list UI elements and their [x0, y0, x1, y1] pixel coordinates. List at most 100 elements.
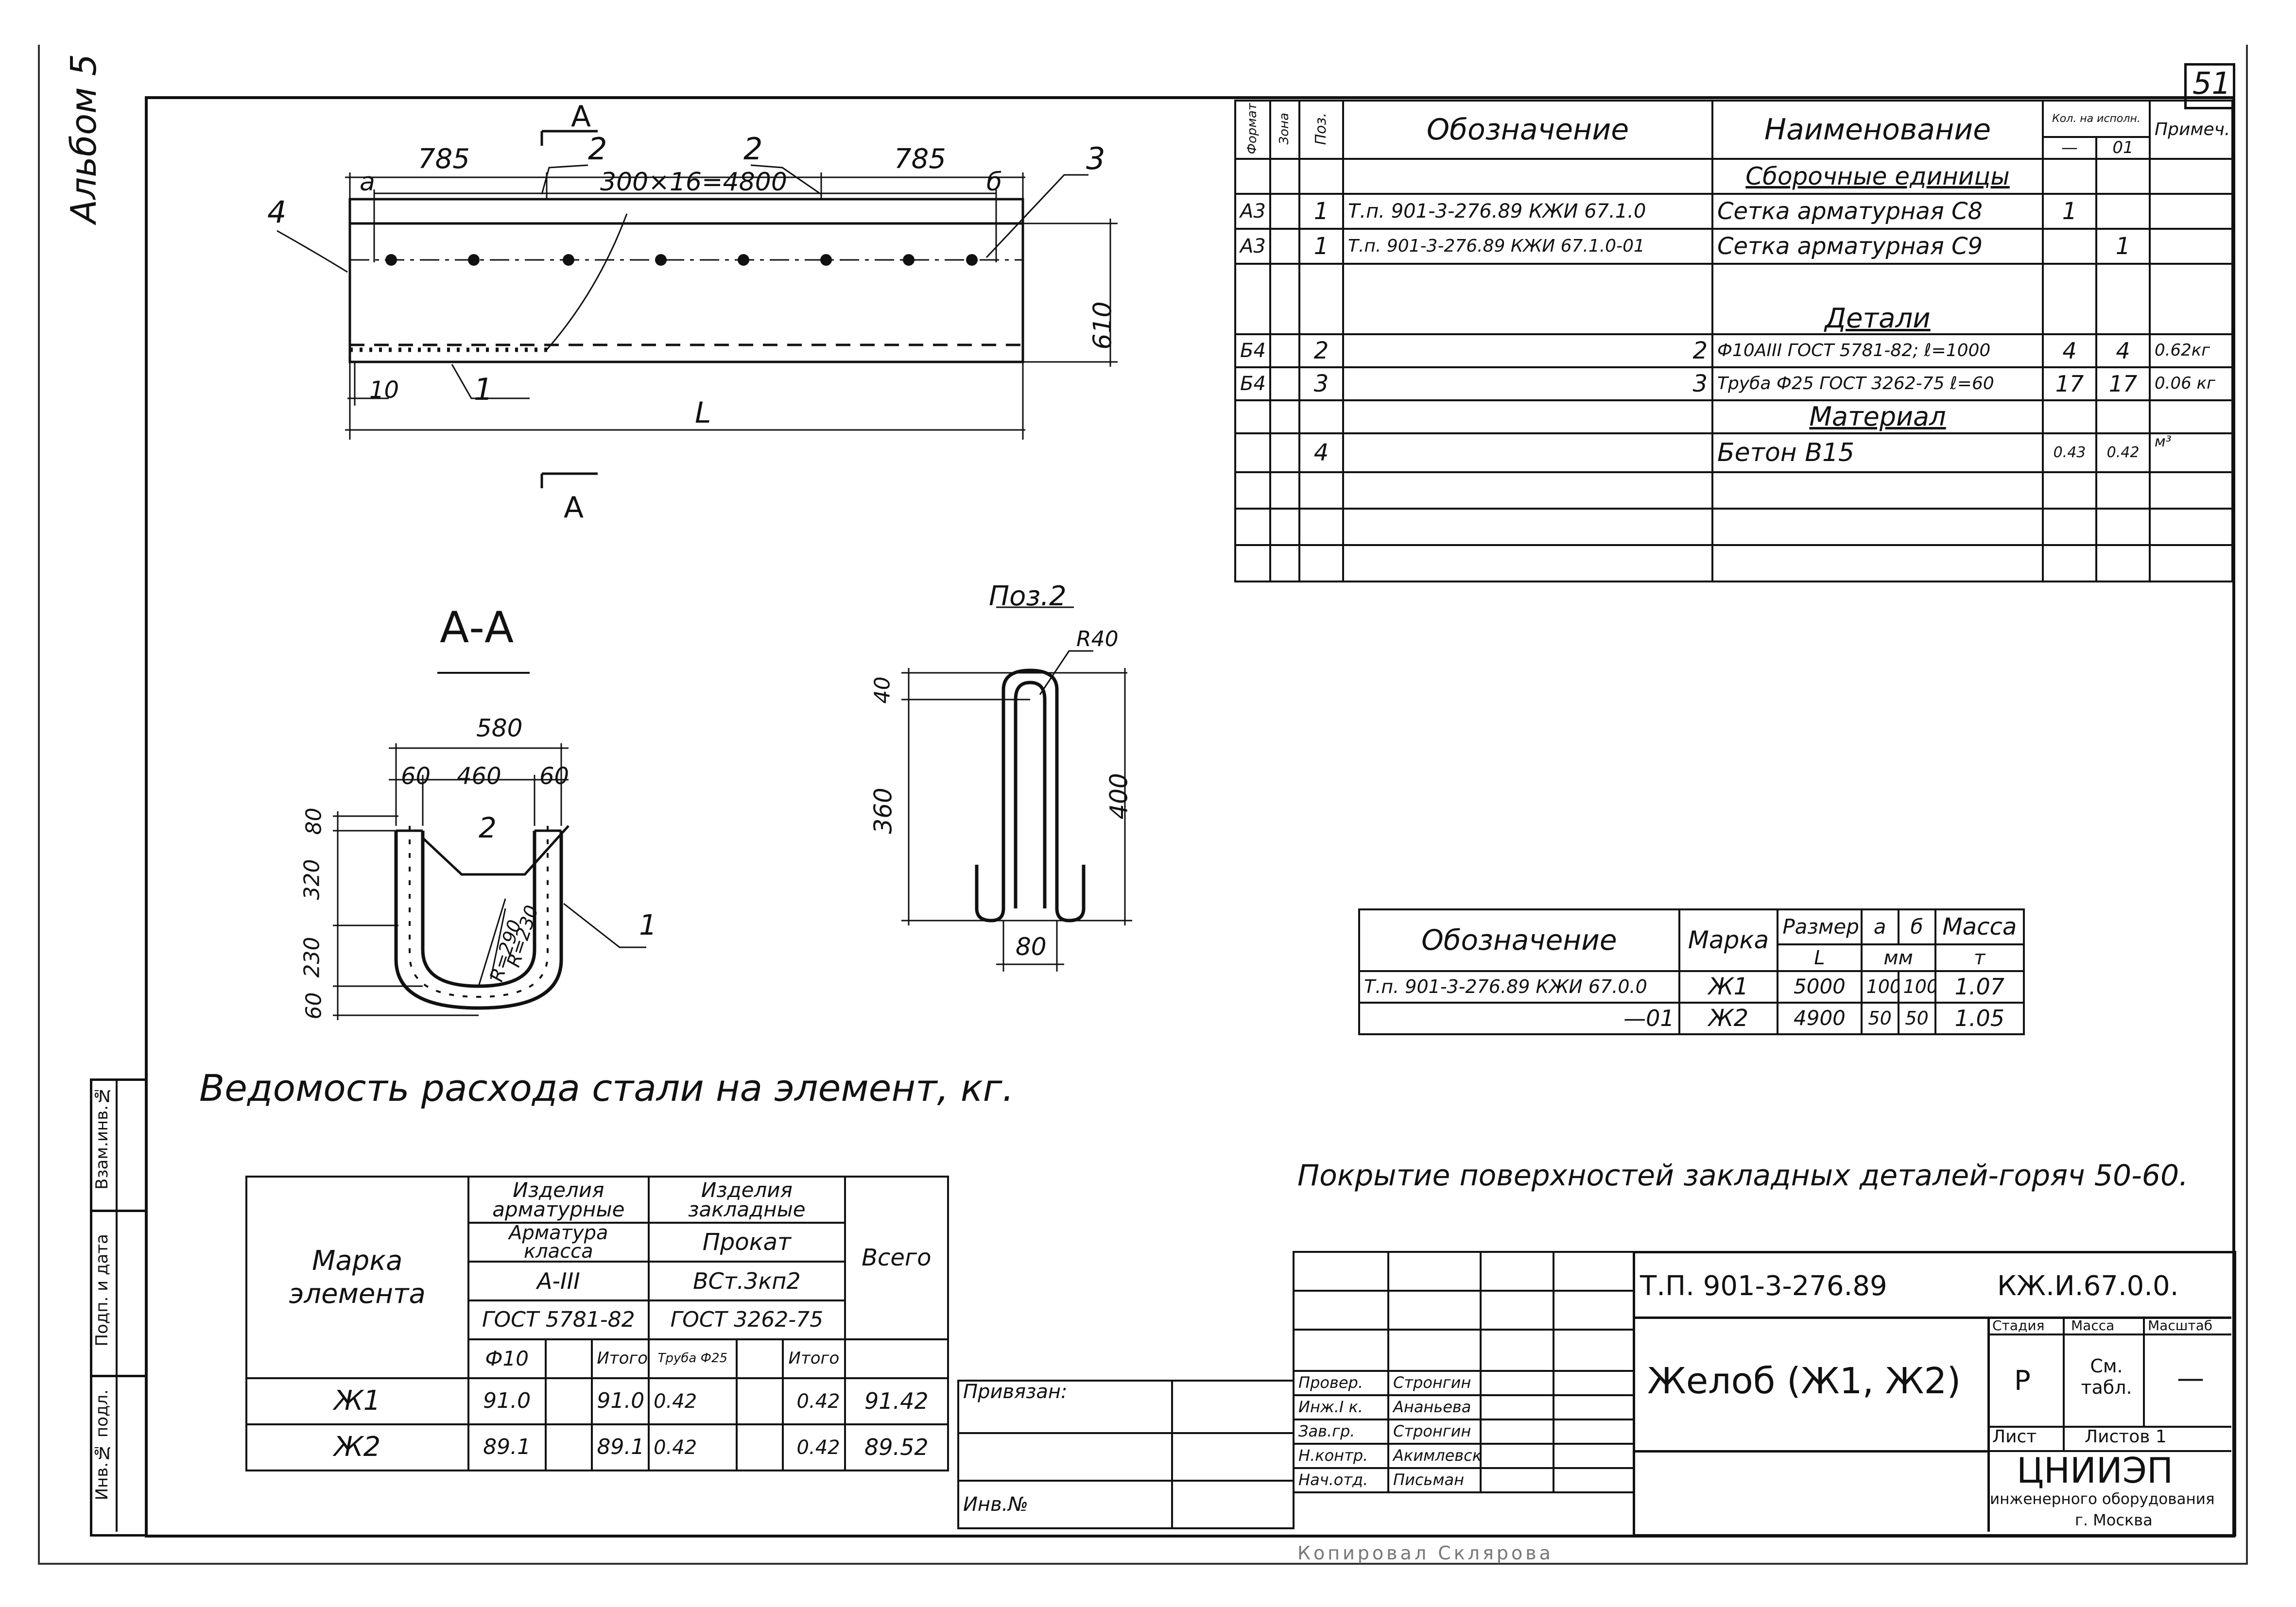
- poz2-dim-80: 80: [1016, 933, 1047, 961]
- mark-h-mark: Марка: [1678, 908, 1779, 972]
- spec-cell-designation: [1342, 158, 1713, 195]
- steel-h-embedded: Изделия закладные: [648, 1176, 846, 1224]
- spec-header-row: Формат Зона Поз. Обозначение Наименовани…: [1234, 100, 2234, 160]
- spec-cell-zone: [1269, 158, 1300, 195]
- tb-code: Т.П. 901-3-276.89: [1640, 1270, 1887, 1302]
- spec-h-pos: Поз.: [1298, 100, 1344, 160]
- sec-dim-580: 580: [476, 714, 523, 742]
- spec-cell-pos: 2: [1298, 333, 1344, 368]
- steel-cell-mark: Ж2: [245, 1423, 469, 1471]
- steel-row: Ж2 89.1 89.1 0.42 0.42 89.52: [245, 1423, 949, 1471]
- spec-cell-format: [1234, 471, 1271, 510]
- dim-b: б: [986, 168, 1002, 197]
- steel-cell-sum2: 0.42: [782, 1377, 846, 1425]
- steel-h-pipe: Труба Ф25: [648, 1338, 738, 1379]
- spec-cell-q2: [2095, 508, 2151, 546]
- steel-h-arm-class: Арматура класса: [467, 1222, 650, 1263]
- spec-cell-pos: [1298, 471, 1344, 510]
- spec-cell-note: 0.06 кг: [2149, 366, 2234, 401]
- mark-cell-mass: 1.05: [1934, 1002, 2025, 1035]
- spec-cell-note: [2149, 158, 2234, 195]
- spec-h-designation: Обозначение: [1342, 100, 1713, 160]
- spec-cell-q1: [2042, 263, 2097, 335]
- spec-cell-designation: [1342, 471, 1713, 510]
- steel-cell-sum2: 0.42: [782, 1423, 846, 1471]
- tb-title: Желоб (Ж1, Ж2): [1647, 1360, 1961, 1402]
- sec-dim-320: 320: [299, 859, 325, 900]
- spec-cell-designation: Т.п. 901-3-276.89 КЖИ 67.1.0: [1342, 193, 1713, 230]
- steel-cell-empty: [544, 1377, 593, 1425]
- steel-cell-sum1: 91.0: [591, 1377, 650, 1425]
- tb-sheets-header: Листов 1: [2085, 1427, 2167, 1447]
- sec-pos-1: 1: [639, 908, 657, 941]
- drawing-frame: [145, 96, 2235, 1538]
- steel-h-mark: Марка элемента: [245, 1176, 469, 1379]
- spec-cell-name: Сборочные единицы: [1711, 158, 2044, 195]
- spec-cell-pos: [1298, 544, 1344, 582]
- spec-cell-name: Ф10АIII ГОСТ 5781-82; ℓ=1000: [1711, 333, 2044, 368]
- mark-h-mm: мм: [1860, 943, 1936, 972]
- spec-h-zone: Зона: [1269, 100, 1300, 160]
- spec-cell-q1: [2042, 158, 2097, 195]
- spec-cell-q2: 4: [2095, 333, 2151, 368]
- mark-h-size: Размер: [1777, 908, 1863, 945]
- sec-dim-60a: 60: [401, 763, 431, 790]
- spec-cell-q2: 1: [2095, 228, 2151, 265]
- steel-table: Марка элемента Изделия арматурные Издели…: [245, 1176, 949, 1471]
- tb-org-city: г. Москва: [2075, 1511, 2153, 1529]
- steel-h-empty2: [735, 1338, 784, 1379]
- spec-cell-format: А3: [1234, 193, 1271, 230]
- pos-label-3: 3: [1086, 141, 1105, 176]
- sec-pos-2: 2: [479, 811, 497, 844]
- spec-cell-pos: 3: [1298, 366, 1344, 401]
- spec-row: [1234, 508, 2234, 546]
- spec-cell-zone: [1269, 471, 1300, 510]
- mark-h-a: а: [1860, 908, 1899, 945]
- mark-cell-mark: Ж2: [1678, 1002, 1779, 1035]
- spec-h-format: Формат: [1234, 100, 1271, 160]
- section-mark-top: А: [571, 100, 591, 134]
- spec-cell-note: м³: [2149, 432, 2234, 473]
- spec-cell-q1: 0.43: [2042, 432, 2097, 473]
- mark-cell-designation: Т.п. 901-3-276.89 КЖИ 67.0.0: [1358, 970, 1680, 1004]
- spec-cell-designation: [1342, 508, 1713, 546]
- spec-cell-q2: 17: [2095, 366, 2151, 401]
- steel-h-f10: Ф10: [467, 1338, 547, 1379]
- dim-a: а: [360, 168, 375, 197]
- spec-cell-designation: [1342, 263, 1713, 335]
- spec-cell-q2: [2095, 193, 2151, 230]
- spec-cell-name: [1711, 544, 2044, 582]
- spec-cell-zone: [1269, 333, 1300, 368]
- spec-cell-name: Материал: [1711, 399, 2044, 434]
- tb-mass-header: Масса: [2071, 1317, 2115, 1333]
- spec-cell-format: Б4: [1234, 366, 1271, 401]
- sec-dim-460: 460: [457, 763, 501, 790]
- spec-cell-q2: 0.42: [2095, 432, 2151, 473]
- bound-empty-2: [957, 1432, 1173, 1482]
- title-block-frame: [1633, 1251, 2236, 1537]
- signature: [1480, 1443, 1554, 1469]
- spec-cell-designation: [1342, 432, 1713, 473]
- tb-org-name: ЦНИИЭП: [2017, 1450, 2174, 1491]
- signature: [1480, 1467, 1554, 1493]
- steel-h-sum2: Итого: [782, 1338, 846, 1379]
- tb-scale-header: Масштаб: [2148, 1317, 2213, 1333]
- sec-dim-60b: 60: [539, 763, 570, 790]
- spec-cell-q2: [2095, 158, 2151, 195]
- poz2-title: Поз.2: [989, 581, 1067, 612]
- mark-h-size-L: L: [1777, 943, 1863, 972]
- spec-row: Сборочные единицы: [1234, 158, 2234, 195]
- spec-cell-q2: [2095, 544, 2151, 582]
- spec-cell-designation: 3: [1342, 366, 1713, 401]
- tb-stage: Р: [2014, 1365, 2031, 1397]
- bound-empty: [1171, 1380, 1295, 1434]
- spec-cell-q2: [2095, 399, 2151, 434]
- steel-h-rolled: Прокат: [648, 1222, 846, 1263]
- sign-role: Зав.гр.: [1293, 1419, 1389, 1445]
- inv-empty: [1171, 1480, 1295, 1529]
- tb-scale: —: [2177, 1363, 2204, 1394]
- sign-name: Акимлевск: [1387, 1443, 1482, 1469]
- poz2-dim-400: 400: [1105, 773, 1133, 820]
